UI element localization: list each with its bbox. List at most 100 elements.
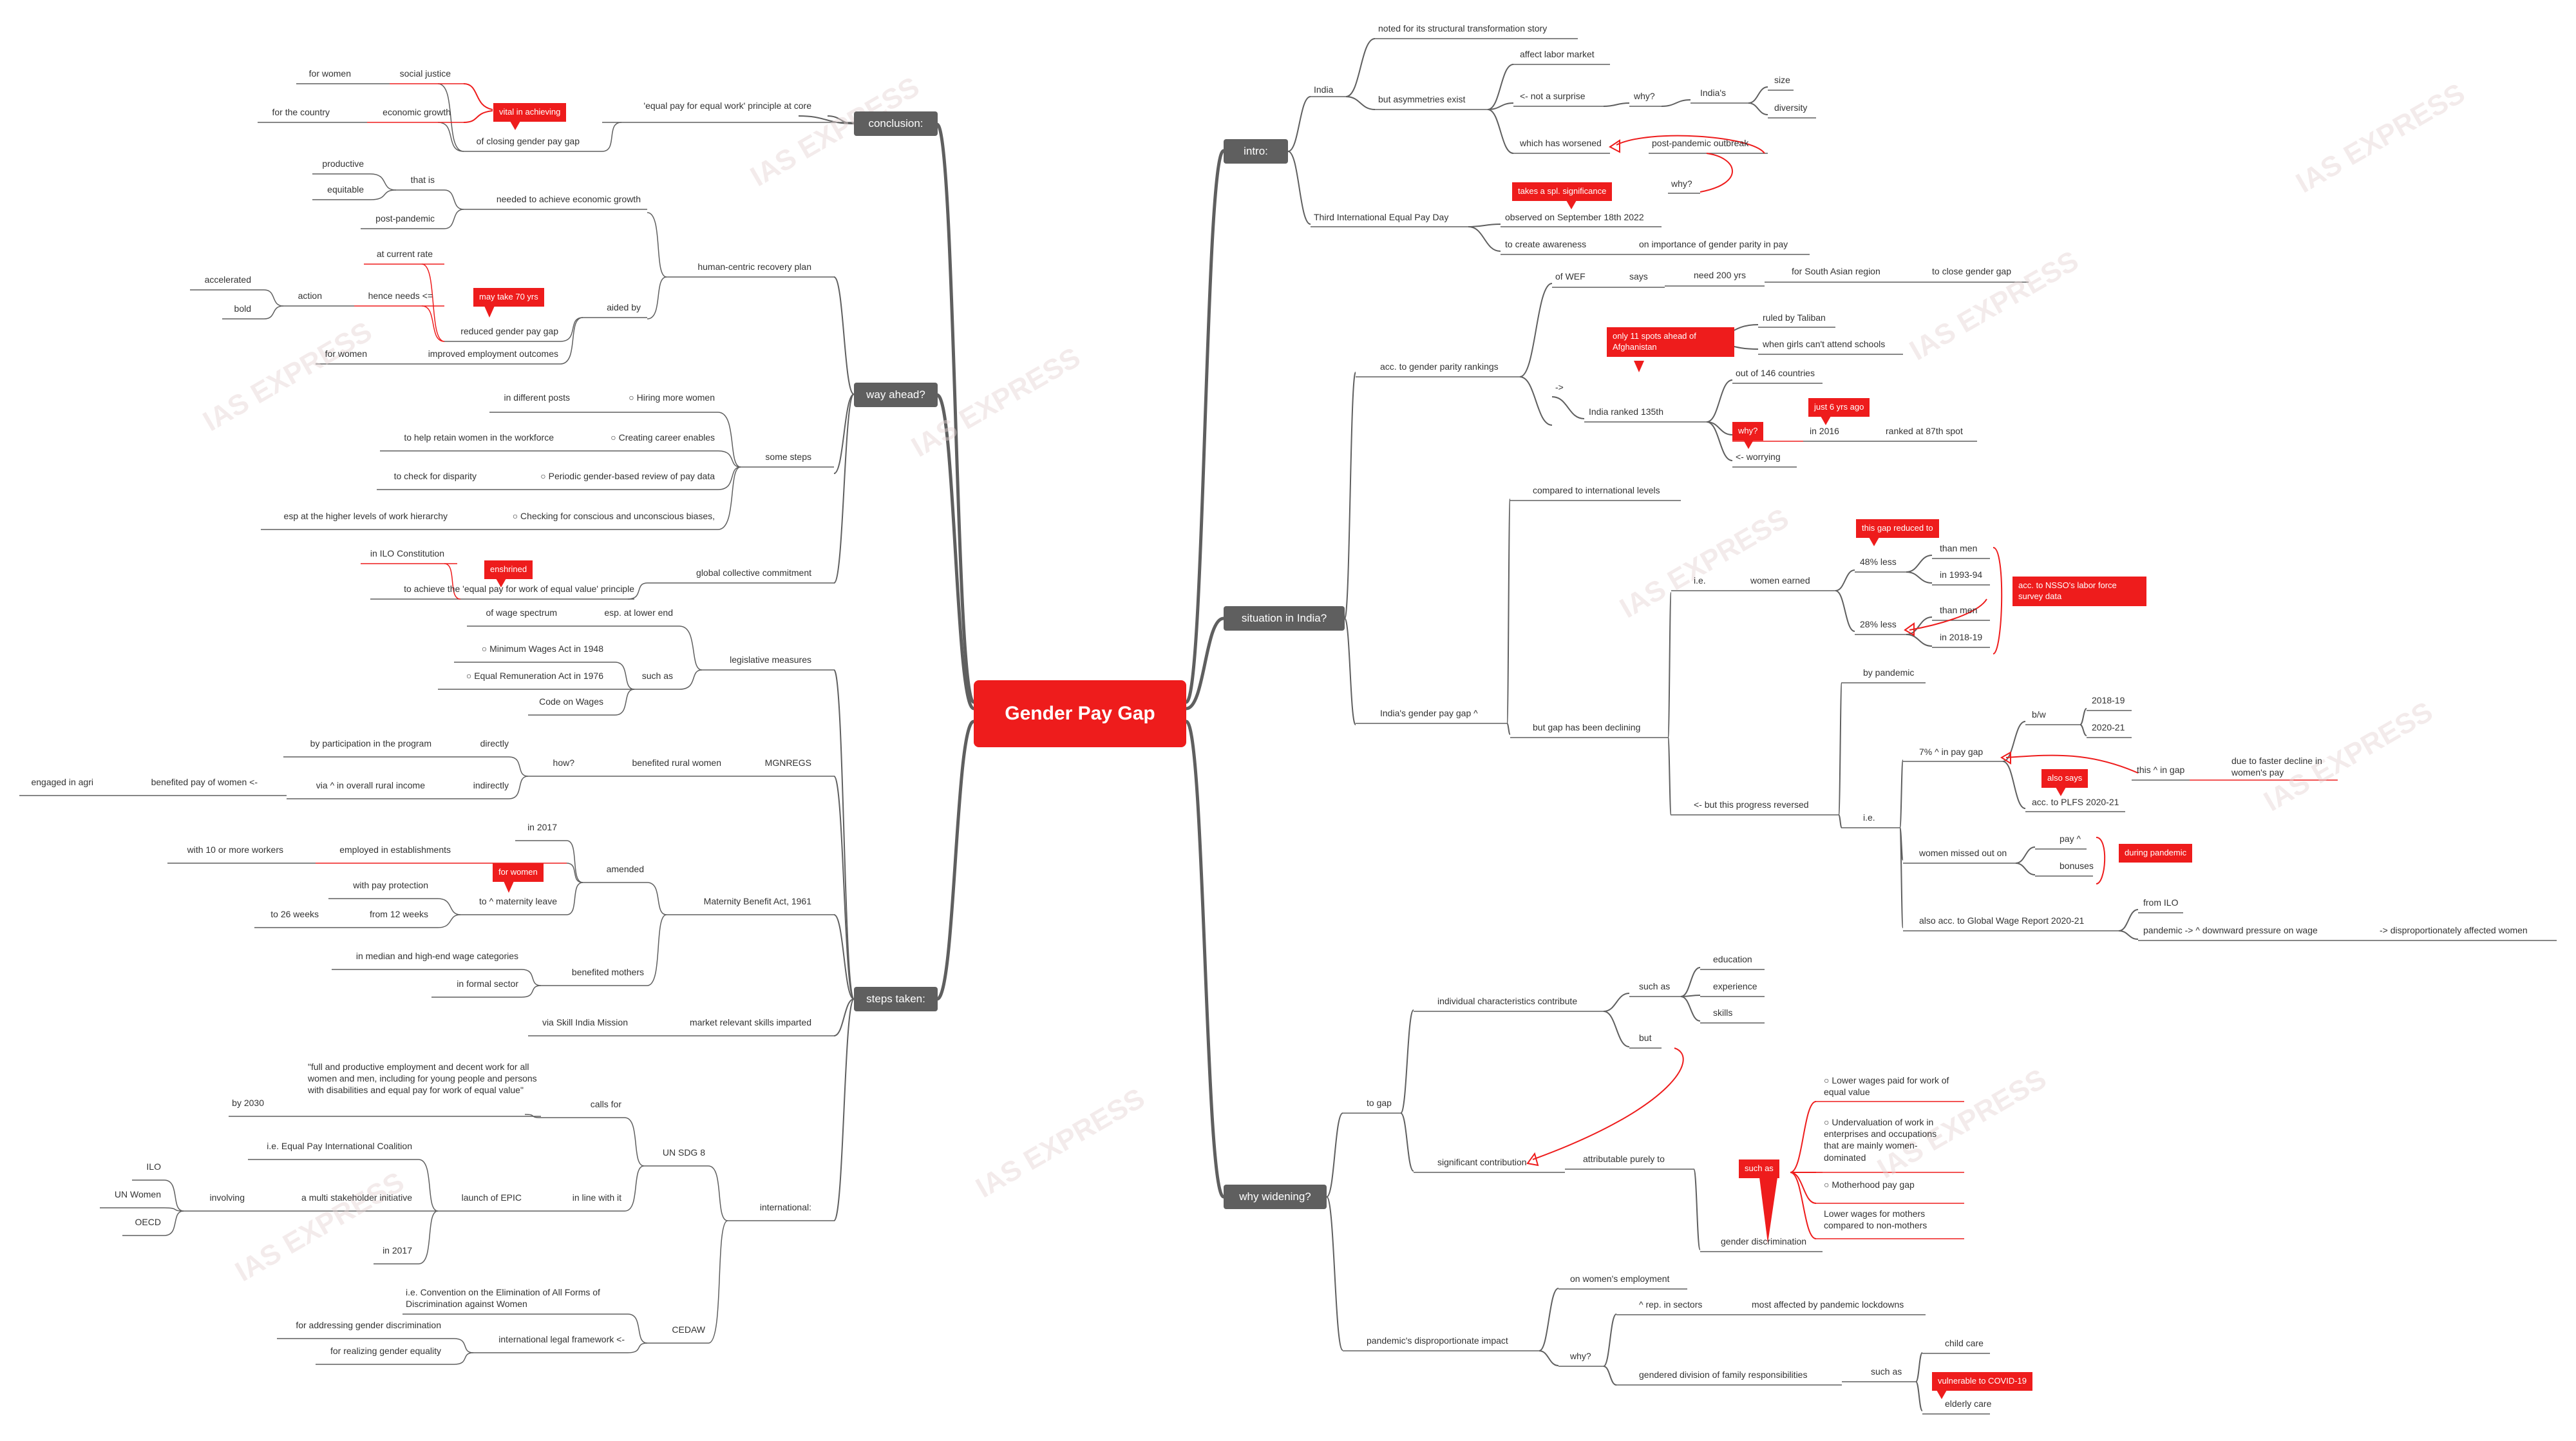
node-steps-by2030: by 2030 xyxy=(232,1098,264,1108)
node-situation-bypand: by pandemic xyxy=(1863,667,1915,678)
node-way-needs: hence needs <= xyxy=(368,291,433,301)
node-why-indiv: individual characteristics contribute xyxy=(1437,996,1578,1006)
node-situation-missed: women missed out on xyxy=(1919,848,2007,858)
node-conclusion-social: social justice xyxy=(399,68,451,79)
node-way-s4: ○ Checking for conscious and unconscious… xyxy=(512,511,715,521)
node-steps-market: market relevant skills imparted xyxy=(689,1017,811,1027)
node-steps-suchas: such as xyxy=(641,671,673,681)
branch-way-ahead[interactable]: way ahead? xyxy=(854,383,938,407)
node-steps-epic: launch of EPIC xyxy=(461,1192,522,1203)
node-intro-asym: but asymmetries exist xyxy=(1378,94,1466,104)
node-situation-declining: but gap has been declining xyxy=(1533,722,1641,732)
node-intro-worsened: which has worsened xyxy=(1520,138,1602,148)
node-steps-calls: calls for xyxy=(590,1099,621,1109)
node-situation-in2016: in 2016 xyxy=(1810,426,1839,436)
node-steps-part: by participation in the program xyxy=(310,738,431,749)
node-situation-y1819: 2018-19 xyxy=(2092,695,2125,705)
node-situation-south: for South Asian region xyxy=(1792,266,1880,276)
node-way-improved: improved employment outcomes xyxy=(428,348,558,359)
node-intro-indias: India's xyxy=(1700,88,1727,98)
node-way-s1: ○ Hiring more women xyxy=(629,392,715,403)
node-way-accel: accelerated xyxy=(204,274,251,285)
node-way-reduced: reduced gender pay gap xyxy=(460,326,558,336)
node-why-why: why? xyxy=(1570,1351,1591,1361)
node-steps-involving: involving xyxy=(209,1192,245,1203)
central-topic[interactable]: Gender Pay Gap xyxy=(974,680,1186,747)
node-way-bold: bold xyxy=(234,303,251,314)
node-why-rep: ^ rep. in sectors xyxy=(1639,1299,1703,1310)
branch-intro[interactable]: intro: xyxy=(1224,139,1288,164)
node-situation-thanmen2: than men xyxy=(1940,605,1978,615)
node-cedaw-convention: i.e. Convention on the Elimination of Al… xyxy=(406,1287,600,1310)
node-intro-not_surprise: <- not a surprise xyxy=(1520,91,1586,101)
node-situation-says: says xyxy=(1629,271,1648,282)
node-situation-ie: i.e. xyxy=(1694,575,1706,586)
node-intro-affect: affect labor market xyxy=(1520,49,1595,59)
branch-situation[interactable]: situation in India? xyxy=(1224,606,1345,631)
node-why-suchas3: such as xyxy=(1871,1366,1902,1377)
node-way-postp: post-pandemic xyxy=(375,213,435,224)
node-situation-ilo: from ILO xyxy=(2143,897,2179,908)
branch-steps[interactable]: steps taken: xyxy=(854,987,938,1011)
node-why-div: gendered division of family responsibili… xyxy=(1639,1369,1808,1380)
callout-such-as-discrimination: such as xyxy=(1739,1159,1779,1178)
node-steps-inline: in line with it xyxy=(572,1192,621,1203)
node-steps-ilf: international legal framework <- xyxy=(498,1334,625,1344)
node-steps-spectrum: of wage spectrum xyxy=(486,607,558,618)
node-why-attr: attributable purely to xyxy=(1583,1154,1665,1164)
node-steps-to26: to 26 weeks xyxy=(270,909,319,919)
node-steps-mwa: ○ Minimum Wages Act in 1948 xyxy=(481,644,603,654)
branch-why[interactable]: why widening? xyxy=(1224,1185,1327,1209)
node-situation-downward: pandemic -> ^ downward pressure on wage xyxy=(2143,925,2318,935)
node-situation-acc: acc. to gender parity rankings xyxy=(1380,361,1499,372)
node-steps-indirectly: indirectly xyxy=(473,780,509,790)
node-way-action: action xyxy=(298,291,322,301)
node-steps-agri: engaged in agri xyxy=(31,777,93,787)
node-intro-observed: observed on September 18th 2022 xyxy=(1505,212,1644,222)
node-why-elder: elderly care xyxy=(1945,1398,1992,1409)
node-conclusion-country: for the country xyxy=(272,107,330,117)
node-why-togap: to gap xyxy=(1367,1098,1392,1108)
node-situation-ie2: i.e. xyxy=(1863,812,1875,823)
callout-enshrined: enshrined xyxy=(484,560,533,579)
node-steps-sdg: UN SDG 8 xyxy=(662,1147,705,1158)
node-lower-wages-mothers: Lower wages for mothers compared to non-… xyxy=(1824,1208,1927,1231)
node-steps-amended: amended xyxy=(606,864,644,874)
node-why-but: but xyxy=(1639,1033,1652,1043)
callout-vulnerable-covid: vulnerable to COVID-19 xyxy=(1932,1372,2033,1391)
node-way-s3a: to check for disparity xyxy=(393,471,477,481)
node-situation-earned: women earned xyxy=(1750,575,1810,586)
node-conclusion-closing: of closing gender pay gap xyxy=(476,136,580,146)
node-way-global: global collective commitment xyxy=(696,568,811,578)
node-situation-need: need 200 yrs xyxy=(1694,270,1746,280)
node-why-skills: skills xyxy=(1713,1007,1733,1018)
node-intro-diversity: diversity xyxy=(1774,102,1808,113)
node-why-suchas: such as xyxy=(1639,981,1671,991)
node-situation-plfs: acc. to PLFS 2020-21 xyxy=(2032,797,2119,807)
node-situation-reversed: <- but this progress reversed xyxy=(1694,799,1809,810)
node-intro-why2: why? xyxy=(1671,178,1692,189)
callout-also-says: also says xyxy=(2041,769,2088,788)
node-steps-mat: to ^ maternity leave xyxy=(479,896,557,906)
callout-why-worrying: why? xyxy=(1732,422,1764,441)
node-steps-employed: employed in establishments xyxy=(339,845,451,855)
node-situation-less48: 48% less xyxy=(1860,557,1897,567)
node-way-needed: needed to achieve economic growth xyxy=(496,194,641,204)
node-why-exp: experience xyxy=(1713,981,1757,991)
node-situation-thanmen1: than men xyxy=(1940,543,1978,553)
node-situation-y1993: in 1993-94 xyxy=(1940,569,1983,580)
node-steps-income: via ^ in overall rural income xyxy=(316,780,425,790)
node-way-thatis: that is xyxy=(410,175,435,185)
node-steps-skill: via Skill India Mission xyxy=(542,1017,628,1027)
node-steps-epc: i.e. Equal Pay International Coalition xyxy=(267,1141,412,1151)
node-steps-unw: UN Women xyxy=(114,1189,161,1199)
node-steps-ten: with 10 or more workers xyxy=(187,845,283,855)
node-way-equitable: equitable xyxy=(327,184,364,195)
callout-afghanistan: only 11 spots ahead of Afghanistan xyxy=(1607,327,1734,357)
node-situation-worrying: <- worrying xyxy=(1736,452,1781,462)
branch-conclusion[interactable]: conclusion: xyxy=(854,111,938,136)
node-steps-formal: in formal sector xyxy=(457,978,518,989)
node-situation-ranked: India ranked 135th xyxy=(1589,406,1663,417)
node-why-discrim: gender discrimination xyxy=(1721,1236,1807,1246)
node-situation-bonuses: bonuses xyxy=(2060,861,2094,871)
